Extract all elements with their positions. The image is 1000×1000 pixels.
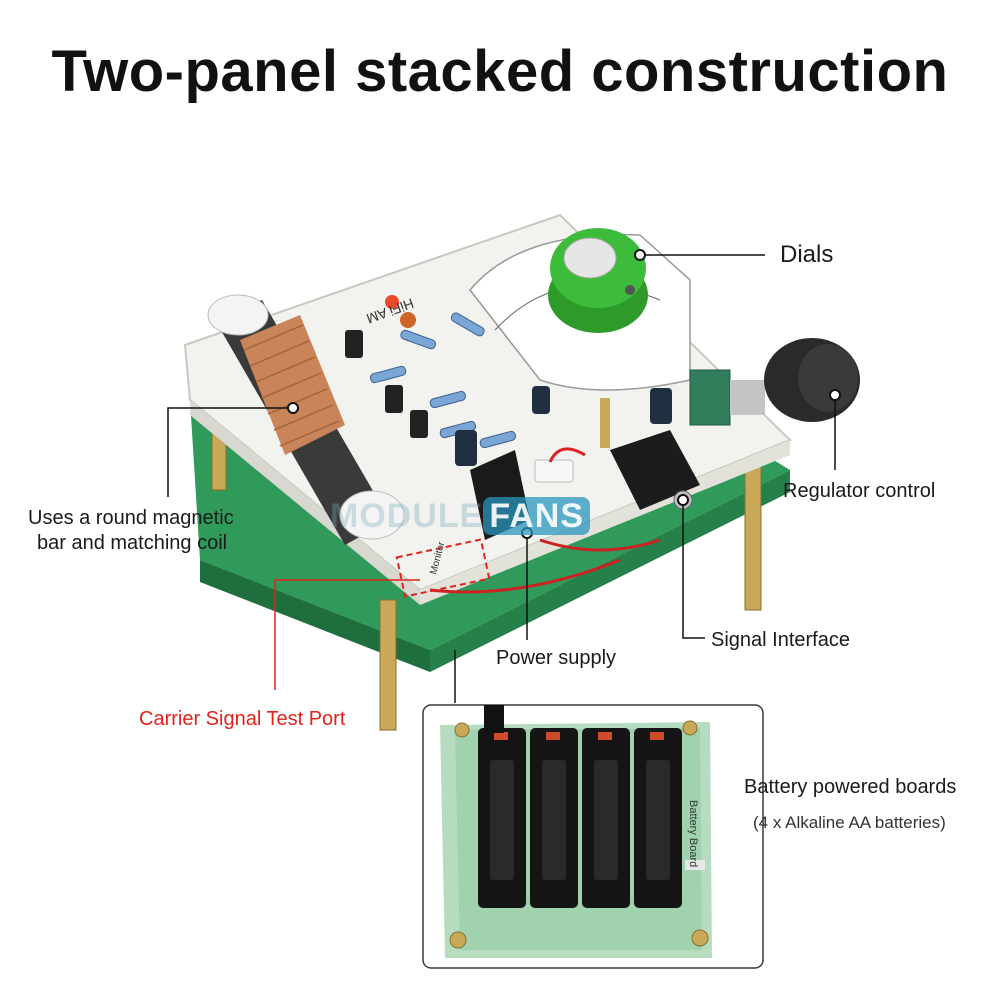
page-title: Two-panel stacked construction: [51, 39, 949, 104]
label-carrier-signal-port: Carrier Signal Test Port: [139, 708, 346, 730]
regulator-knob: [689, 338, 860, 426]
battery-board-inset: [422, 704, 764, 969]
ferrite-coil: [207, 294, 405, 545]
panel-components: [345, 295, 672, 466]
label-regulator-control: Regulator control: [783, 480, 936, 502]
green-dial-knob: [548, 228, 648, 333]
carrier-callout-line: [274, 579, 420, 690]
label-coil-line1: Uses a round magnetic: [28, 507, 234, 529]
label-signal-interface: Signal Interface: [711, 629, 850, 651]
label-battery-boards: Battery powered boards: [744, 776, 957, 798]
carrier-port-box: [395, 538, 491, 598]
label-dials: Dials: [780, 241, 834, 268]
label-battery-sub: (4 x Alkaline AA batteries): [753, 813, 946, 832]
label-coil-line2: bar and matching coil: [37, 532, 228, 554]
callout-lines: [167, 254, 836, 703]
label-power-supply: Power supply: [496, 647, 617, 669]
